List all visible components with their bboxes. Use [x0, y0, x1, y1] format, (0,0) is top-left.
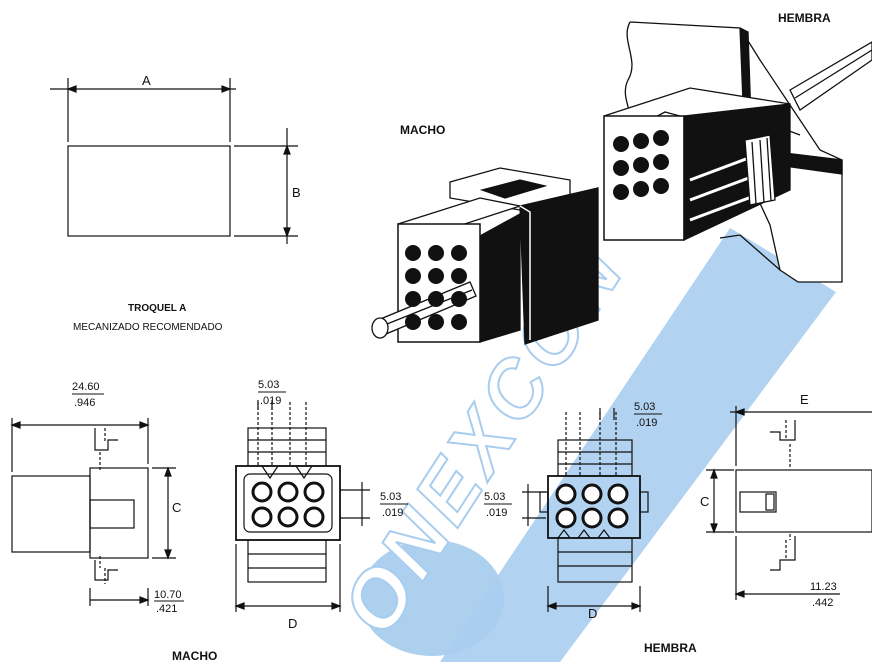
dim-24-60: 24.60 [72, 381, 100, 393]
dim-019-d: .019 [486, 507, 507, 519]
macho-front-holes [251, 481, 325, 528]
macho-side-view [10, 418, 176, 606]
macho-3d-holes [405, 245, 467, 330]
troquel-title: TROQUEL A [128, 303, 186, 314]
dim-c-left: C [172, 500, 181, 515]
hembra-bottom-label: HEMBRA [644, 641, 697, 655]
dim-5-03-d: 5.03 [484, 491, 505, 503]
dim-421: .421 [156, 603, 177, 615]
dim-019-a: .019 [260, 395, 281, 407]
dim-019-c: .019 [636, 417, 657, 429]
dim-d-right: D [588, 606, 597, 621]
dim-946: .946 [74, 397, 95, 409]
dim-10-70: 10.70 [154, 589, 182, 601]
dim-c-right: C [700, 494, 709, 509]
hembra-front-holes [555, 483, 629, 529]
dim-e: E [800, 392, 809, 407]
dim-b-label: B [292, 185, 301, 200]
dim-5-03-a: 5.03 [258, 379, 279, 391]
hembra-top-label: HEMBRA [778, 11, 831, 25]
troquel-subtitle: MECANIZADO RECOMENDADO [73, 322, 223, 333]
dim-5-03-c: 5.03 [634, 401, 655, 413]
macho-bottom-label: MACHO [172, 649, 217, 662]
dim-11-23: 11.23 [810, 581, 837, 593]
macho-top-label: MACHO [400, 123, 445, 137]
dim-019-b: .019 [382, 507, 403, 519]
hembra-front-view [522, 408, 649, 612]
dim-5-03-b: 5.03 [380, 491, 401, 503]
dim-a-label: A [142, 73, 151, 88]
dim-d-left: D [288, 616, 297, 631]
hembra-3d-holes [613, 130, 669, 200]
dim-442: .442 [812, 597, 833, 609]
troquel-drawing [50, 78, 298, 244]
hembra-side-view [706, 406, 872, 600]
